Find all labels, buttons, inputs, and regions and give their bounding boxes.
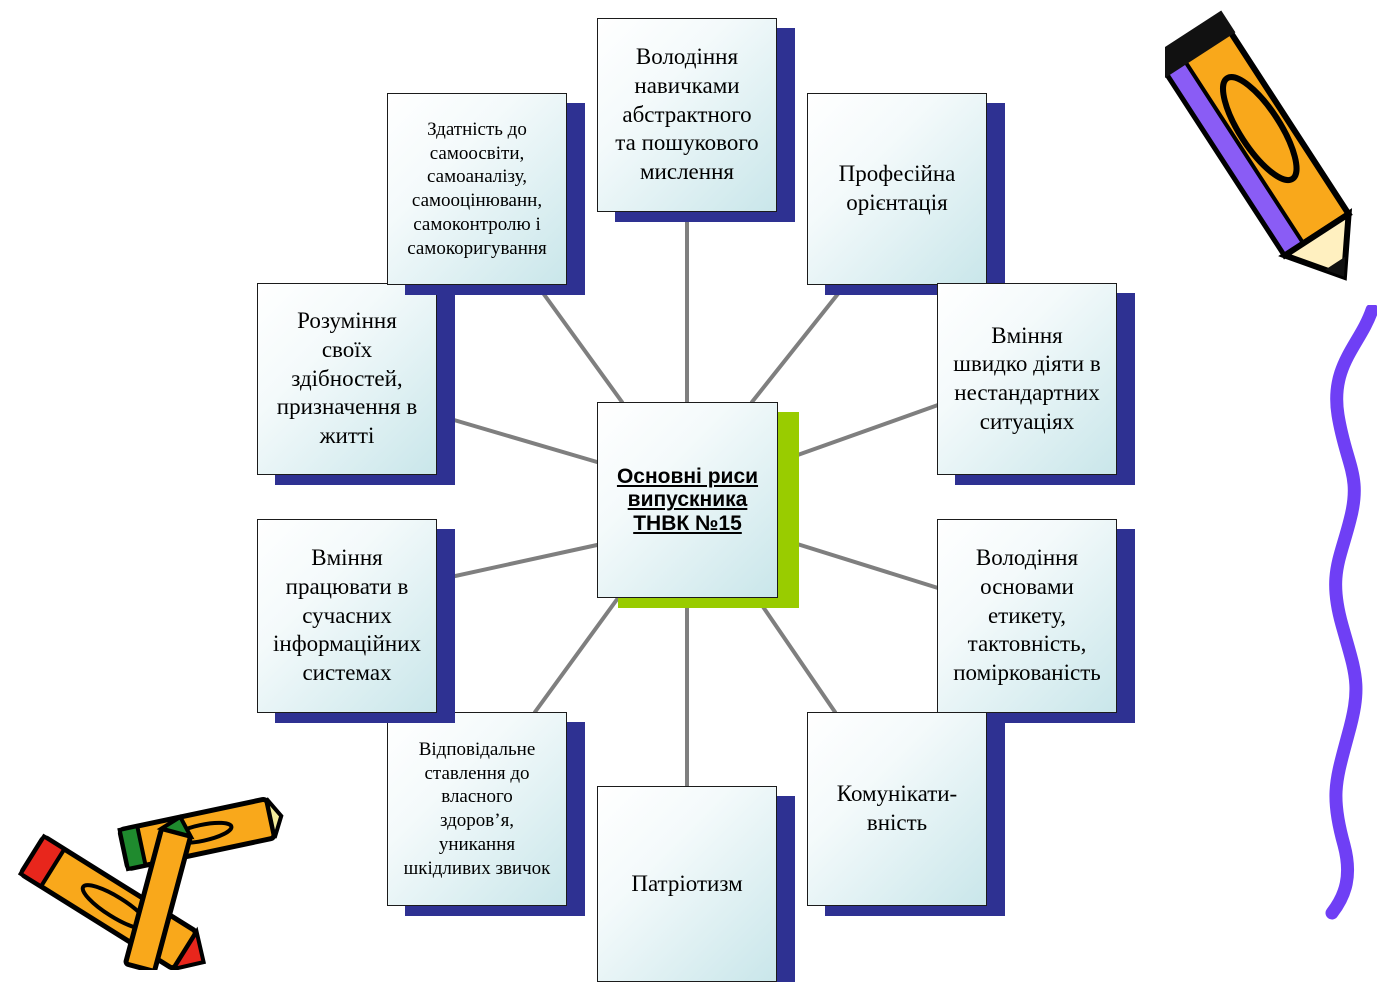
node-label: Патріотизм — [631, 870, 743, 896]
center-label: Основні риси випускника ТНВК №15 — [616, 465, 759, 535]
wavy-line-icon — [1325, 305, 1377, 920]
node-professional-orientation: Професійна орієнтація — [807, 93, 987, 285]
crayons-icon — [17, 796, 284, 970]
node-information-systems: Вміння працювати в сучасних інформаційни… — [257, 519, 437, 713]
connector-self-understanding — [435, 413, 599, 464]
connector-communication — [755, 596, 837, 714]
connector-etiquette — [776, 536, 940, 590]
node-etiquette: Володіння основами етикету, тактовність,… — [937, 519, 1117, 713]
node-health: Відповідальне ставлення до власного здор… — [387, 712, 567, 906]
node-abstract-thinking: Володіння навичками абстрактного та пошу… — [597, 18, 777, 212]
node-label: Вміння швидко діяти в нестандартних ситу… — [953, 322, 1101, 434]
node-label: Розуміння своїх здібностей, призначення … — [276, 308, 418, 449]
node-label: Володіння основами етикету, тактовність,… — [953, 545, 1101, 686]
node-label: Вміння працювати в сучасних інформаційни… — [273, 545, 421, 686]
node-patriotism: Патріотизм — [597, 786, 777, 982]
node-label: Комунікати- вність — [836, 781, 958, 835]
connector-information-systems — [435, 543, 599, 582]
connector-professional-orientation — [750, 283, 847, 404]
node-quick-action: Вміння швидко діяти в нестандартних ситу… — [937, 283, 1117, 475]
node-label: Володіння навичками абстрактного та пошу… — [615, 44, 759, 185]
node-label: Відповідальне ставлення до власного здор… — [403, 738, 551, 879]
connector-quick-action — [776, 403, 940, 464]
connector-self-education — [541, 291, 624, 404]
node-self-understanding: Розуміння своїх здібностей, призначення … — [257, 283, 437, 475]
pencil-icon — [1165, 10, 1353, 281]
node-label: Здатність до самоосвіти, самоаналізу, са… — [407, 118, 547, 259]
node-self-education: Здатність до самоосвіти, самоаналізу, са… — [387, 93, 567, 285]
node-communication: Комунікати- вність — [807, 712, 987, 906]
connector-health — [533, 596, 620, 714]
center-node: Основні риси випускника ТНВК №15 — [597, 402, 778, 598]
node-label: Професійна орієнтація — [838, 161, 956, 215]
